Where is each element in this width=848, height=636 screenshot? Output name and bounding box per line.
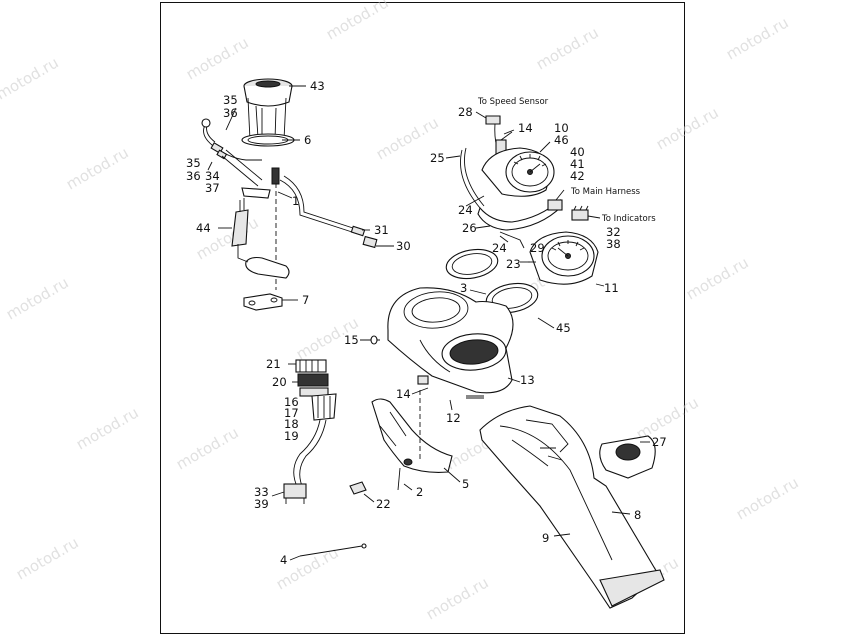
watermark: motod.ru	[0, 53, 62, 103]
callout-35: 35	[223, 93, 238, 107]
callout-labels: 43 35 36 6 35 36 34 37 1 44 31 30 7 28 1…	[186, 79, 667, 567]
callout-1: 1	[292, 194, 299, 208]
callout-9: 9	[542, 531, 549, 545]
fuel-sender-assembly	[201, 78, 378, 311]
callout-8: 8	[634, 508, 641, 522]
callout-29: 29	[530, 241, 545, 255]
callout-5: 5	[462, 477, 469, 491]
callout-37: 37	[205, 181, 220, 195]
note-to-speed-sensor: To Speed Sensor	[477, 97, 549, 107]
callout-36: 36	[186, 169, 201, 183]
callout-46: 46	[554, 133, 569, 147]
callout-7: 7	[302, 293, 309, 307]
callout-35: 35	[186, 156, 201, 170]
callout-43: 43	[310, 79, 325, 93]
callout-16: 16	[284, 395, 299, 409]
watermark: motod.ru	[323, 0, 392, 43]
callout-12: 12	[446, 411, 461, 425]
callout-14: 14	[518, 121, 533, 135]
watermark: motod.ru	[3, 273, 72, 323]
callout-36: 36	[223, 106, 238, 120]
watermark: motod.ru	[183, 33, 252, 83]
speedometer-assembly	[445, 115, 599, 314]
watermark: motod.ru	[683, 253, 752, 303]
mounting-bracket	[349, 375, 453, 495]
callout-2: 2	[416, 485, 423, 499]
callout-17: 17	[284, 406, 299, 420]
leader-lines	[207, 85, 650, 561]
callout-14: 14	[396, 387, 411, 401]
callout-33: 33	[254, 485, 269, 499]
callout-27: 27	[652, 435, 667, 449]
callout-11: 11	[604, 281, 619, 295]
callout-42: 42	[570, 169, 585, 183]
watermark: motod.ru	[723, 13, 792, 63]
callout-19: 19	[284, 429, 299, 443]
watermark: motod.ru	[13, 533, 82, 583]
callout-20: 20	[272, 375, 287, 389]
callout-23: 23	[506, 257, 521, 271]
watermark: motod.ru	[63, 143, 132, 193]
callout-21: 21	[266, 357, 281, 371]
watermark: motod.ru	[633, 393, 702, 443]
note-to-indicators: To Indicators	[601, 214, 656, 224]
callout-22: 22	[376, 497, 391, 511]
callout-39: 39	[254, 497, 269, 511]
callout-30: 30	[396, 239, 411, 253]
callout-4: 4	[280, 553, 287, 567]
callout-24: 24	[458, 203, 473, 217]
watermark: motod.ru	[423, 573, 492, 623]
callout-31: 31	[374, 223, 389, 237]
watermark: motod.ru	[173, 423, 242, 473]
connector-harness	[283, 359, 367, 557]
callout-10: 10	[554, 121, 569, 135]
callout-24: 24	[492, 241, 507, 255]
console-cover	[479, 405, 665, 609]
watermark: motod.ru	[733, 473, 802, 523]
callout-41: 41	[570, 157, 585, 171]
callout-32: 32	[606, 225, 621, 239]
callout-18: 18	[284, 417, 299, 431]
callout-45: 45	[556, 321, 571, 335]
instrument-housing	[360, 287, 514, 399]
callout-44: 44	[196, 221, 211, 235]
note-to-main-harness: To Main Harness	[570, 187, 641, 197]
callout-6: 6	[304, 133, 311, 147]
callout-38: 38	[606, 237, 621, 251]
callout-34: 34	[205, 169, 220, 183]
callout-13: 13	[520, 373, 535, 387]
callout-25: 25	[430, 151, 445, 165]
callout-15: 15	[344, 333, 359, 347]
callout-28: 28	[458, 105, 473, 119]
routing-notes: To Speed Sensor To Main Harness To Indic…	[477, 97, 656, 224]
callout-40: 40	[570, 145, 585, 159]
watermark: motod.ru	[73, 403, 142, 453]
watermark: motod.ru	[653, 103, 722, 153]
callout-3: 3	[460, 281, 467, 295]
callout-26: 26	[462, 221, 477, 235]
watermark: motod.ru	[533, 23, 602, 73]
